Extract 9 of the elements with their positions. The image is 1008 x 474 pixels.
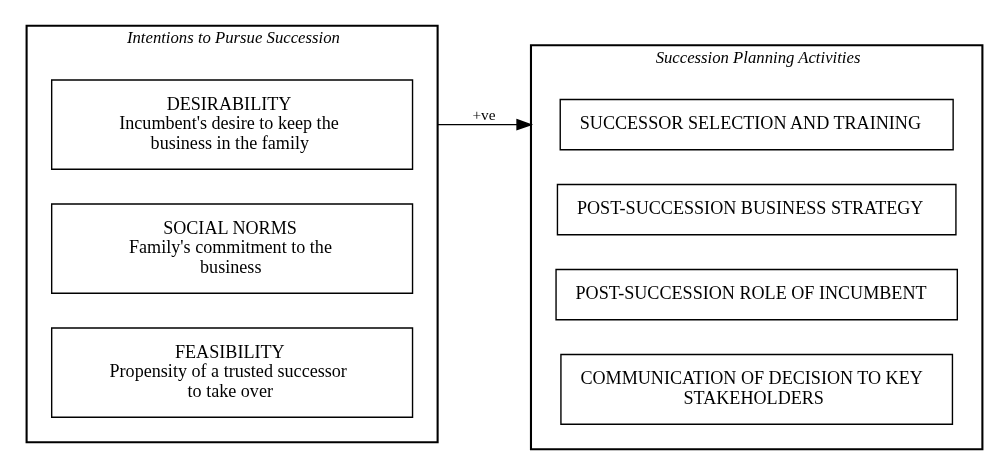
node-box: FEASIBILITY Propensity of a trusted successor to take over [50,326,413,418]
node-box: POST-SUCCESSION ROLE OF INCUMBENT [554,268,958,320]
node-box: COMMUNICATION OF DECISION TO KEY STAKEHOLDERS [559,353,953,425]
node-box: SOCIAL NORMS Family's commitment to the business [50,202,413,294]
edge-label: +ve [471,105,496,123]
node-box: SUCCESSOR SELECTION AND TRAINING [559,98,954,150]
arrow [436,118,533,130]
node-box: POST-SUCCESSION BUSINESS STRATEGY [556,183,957,235]
node-box: DESIRABILITY Incumbent's desire to keep the business in the family [50,78,413,170]
